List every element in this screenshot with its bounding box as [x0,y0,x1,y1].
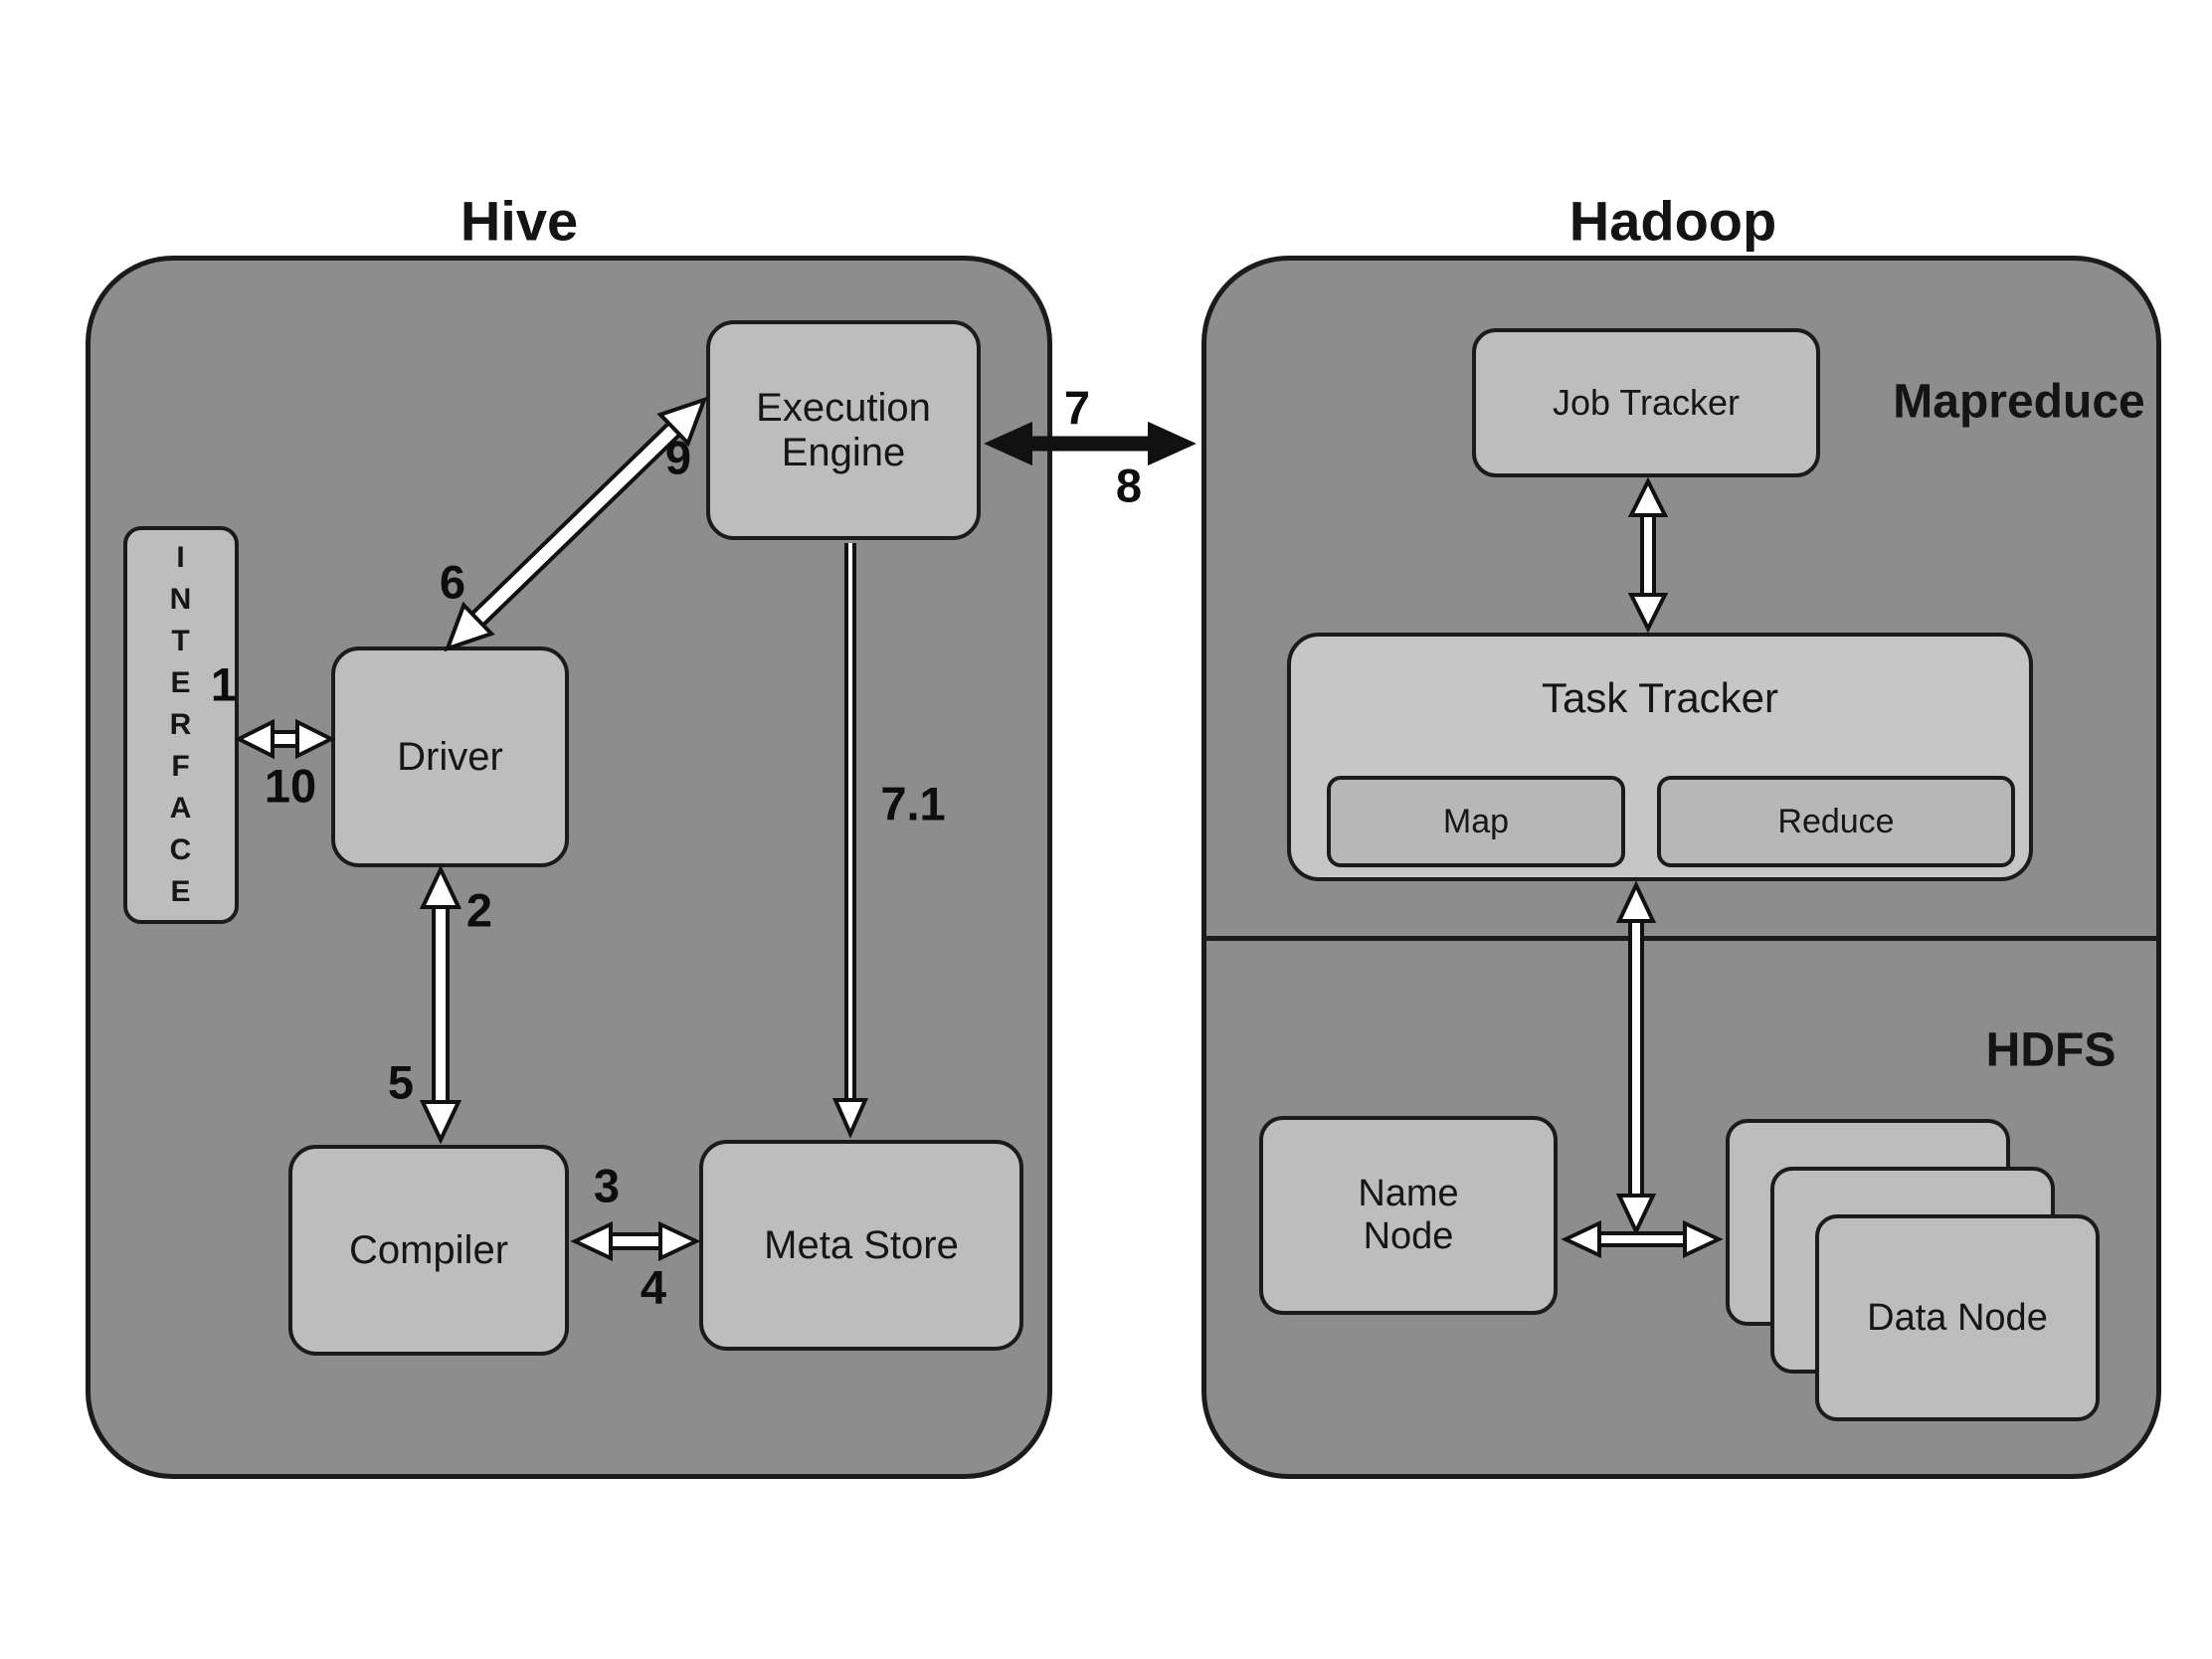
data-node-box-front: Data Node [1815,1214,2100,1421]
arrow-step-label-4: 4 [640,1260,667,1314]
execution-engine-label: Execution Engine [756,385,931,474]
arrow-step-label-10: 10 [264,759,317,813]
compiler-box: Compiler [288,1145,569,1356]
driver-label: Driver [397,734,503,779]
arrow-driver-compiler [419,864,462,1145]
driver-box: Driver [331,646,569,867]
arrow-task-tracker-hdfs [1615,880,1657,1236]
execution-engine-box: Execution Engine [706,320,981,540]
name-node-label: Name Node [1358,1173,1459,1257]
arrow-step-label-8: 8 [1115,459,1143,512]
arrow-step-label-7: 7 [1063,381,1091,435]
arrow-compiler-meta-store [570,1220,701,1262]
arrow-step-label-7-1: 7.1 [880,777,946,830]
arrow-name-node-data-node [1561,1219,1724,1259]
mapreduce-section-label: Mapreduce [1893,375,2145,429]
arrow-step-label-2: 2 [465,883,493,937]
arrow-job-tracker-task-tracker [1627,476,1669,634]
compiler-label: Compiler [348,1227,509,1272]
arrow-step-label-6: 6 [439,555,466,609]
map-label: Map [1442,802,1510,840]
arrow-step-label-1: 1 [210,657,238,711]
map-box: Map [1327,776,1625,867]
hdfs-section-label: HDFS [1985,1023,2117,1077]
arrow-step-label-3: 3 [593,1159,621,1212]
meta-store-label: Meta Store [764,1222,959,1267]
arrow-step-label-9: 9 [664,431,692,484]
reduce-box: Reduce [1657,776,2015,867]
task-tracker-box: Task Tracker Map Reduce [1287,633,2033,881]
name-node-box: Name Node [1259,1116,1558,1315]
hadoop-title: Hadoop [1568,189,1777,253]
arrow-driver-execution-engine [444,396,708,652]
data-node-label: Data Node [1867,1296,2048,1339]
task-tracker-label: Task Tracker [1541,674,1779,721]
job-tracker-label: Job Tracker [1552,382,1741,423]
reduce-label: Reduce [1777,802,1895,840]
arrow-interface-driver [234,718,336,760]
meta-store-box: Meta Store [699,1140,1023,1351]
job-tracker-box: Job Tracker [1472,328,1820,477]
hive-title: Hive [460,189,579,253]
arrow-execution-engine-meta-store [831,543,869,1139]
mapreduce-hdfs-divider [1203,936,2159,941]
arrow-execution-engine-hadoop [984,421,1197,466]
arrow-step-label-5: 5 [387,1055,415,1109]
interface-box: I N T E R F A C E [123,526,239,924]
